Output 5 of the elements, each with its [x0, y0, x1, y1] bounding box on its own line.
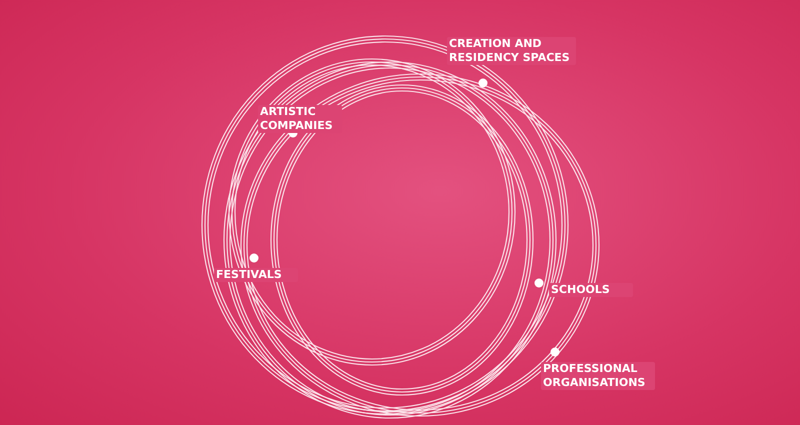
- station-label: ARTISTIC COMPANIES: [258, 105, 342, 133]
- station-label: FESTIVALS: [214, 268, 298, 282]
- station-label: SCHOOLS: [549, 283, 633, 297]
- station-label: PROFESSIONAL ORGANISATIONS: [541, 362, 655, 390]
- station-label: CREATION AND RESIDENCY SPACES: [447, 37, 576, 65]
